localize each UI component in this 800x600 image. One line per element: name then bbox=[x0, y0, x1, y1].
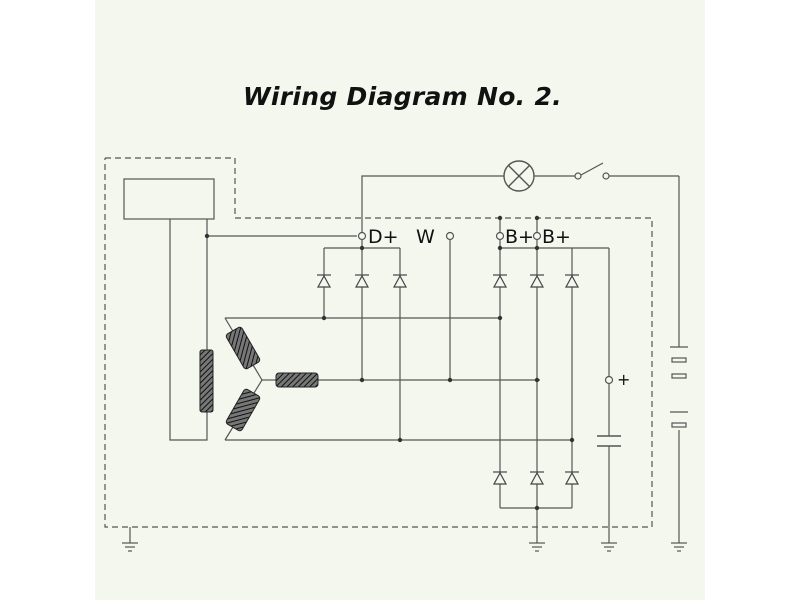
alternator-housing-outline bbox=[104, 157, 653, 528]
ground-icon bbox=[671, 542, 687, 552]
diode-icon bbox=[564, 471, 580, 485]
ground-symbols bbox=[122, 542, 687, 552]
terminal-label-b-plus-1: B+ bbox=[505, 226, 534, 248]
battery-icon bbox=[670, 346, 688, 428]
stator-winding-lower bbox=[225, 388, 261, 432]
stator-winding-middle bbox=[275, 372, 319, 388]
ground-icon bbox=[601, 542, 617, 552]
diode-icon bbox=[529, 471, 545, 485]
switch-icon bbox=[574, 162, 610, 180]
terminal-label-w: W bbox=[416, 226, 435, 248]
regulator-box bbox=[123, 178, 215, 220]
capacitor-icon bbox=[597, 435, 621, 447]
diode-icon bbox=[492, 471, 508, 485]
diode-icon bbox=[564, 274, 580, 288]
junction-dots bbox=[204, 215, 575, 511]
diode-icon bbox=[492, 274, 508, 288]
terminal-d-plus bbox=[357, 231, 367, 241]
diode-icon bbox=[316, 274, 332, 288]
terminal-b-plus-2 bbox=[532, 231, 542, 241]
terminal-b-plus-1 bbox=[495, 231, 505, 241]
rotor-coil-icon bbox=[199, 349, 214, 413]
terminal-w bbox=[445, 231, 455, 241]
diode-icon bbox=[392, 274, 408, 288]
d-plus-diode-bus bbox=[323, 240, 401, 440]
stator-winding-upper bbox=[225, 326, 261, 370]
diagram-title: Wiring Diagram No. 2. bbox=[243, 82, 562, 111]
terminal-posts bbox=[357, 231, 542, 241]
capacitor-terminal bbox=[604, 375, 614, 385]
terminal-label-d-plus: D+ bbox=[368, 226, 399, 248]
diode-icon bbox=[529, 274, 545, 288]
diode-group bbox=[316, 274, 580, 485]
capacitor-plus-label: + bbox=[617, 370, 630, 389]
ground-icon bbox=[529, 542, 545, 552]
brush-leads bbox=[169, 219, 208, 441]
warning-lamp-icon bbox=[503, 160, 535, 192]
diode-icon bbox=[354, 274, 370, 288]
terminal-label-b-plus-2: B+ bbox=[542, 226, 571, 248]
lamp-circuit-wires bbox=[207, 175, 680, 543]
ground-icon bbox=[122, 542, 138, 552]
